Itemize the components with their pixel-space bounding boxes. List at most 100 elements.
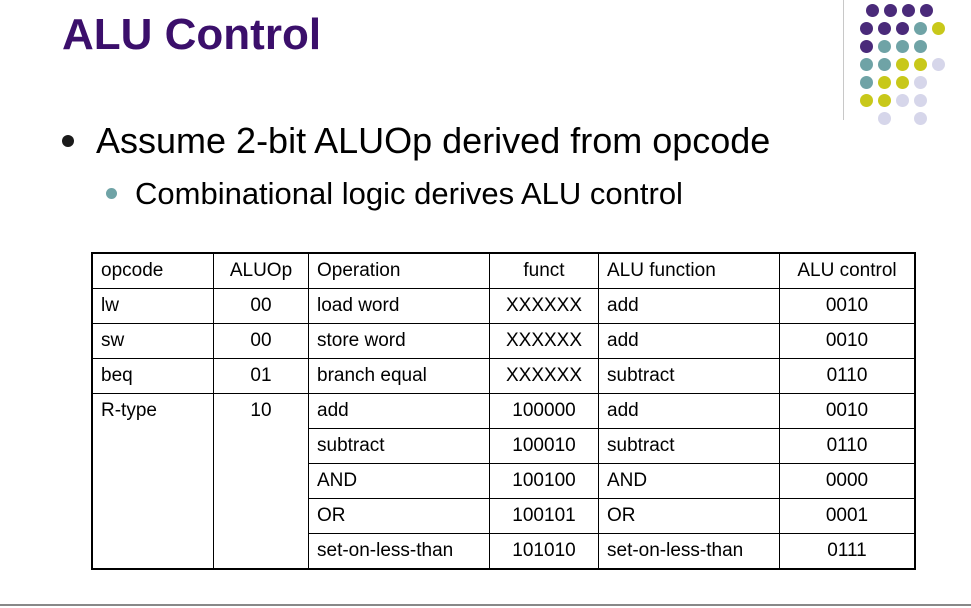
table-cell xyxy=(213,533,309,570)
decorative-dot xyxy=(914,22,927,35)
table-cell: 01 xyxy=(213,358,309,394)
slide-title: ALU Control xyxy=(62,10,322,59)
table-cell: XXXXXX xyxy=(489,358,599,394)
bullet-level-1: Assume 2-bit ALUOp derived from opcode xyxy=(62,120,770,162)
table-cell: add xyxy=(598,393,780,429)
table-cell: 00 xyxy=(213,323,309,359)
table-cell: sw xyxy=(91,323,214,359)
decorative-dot xyxy=(860,94,873,107)
table-header-row: opcode ALUOp Operation funct ALU functio… xyxy=(91,252,916,289)
table-cell: 100101 xyxy=(489,498,599,534)
decorative-dot xyxy=(914,112,927,125)
header-cell: opcode xyxy=(91,252,214,289)
table-cell: lw xyxy=(91,288,214,324)
table-cell xyxy=(213,498,309,534)
decorative-dot xyxy=(866,4,879,17)
alu-control-table: opcode ALUOp Operation funct ALU functio… xyxy=(91,252,916,570)
table-cell: OR xyxy=(598,498,780,534)
decorative-dot xyxy=(914,94,927,107)
table-cell: 0110 xyxy=(779,428,916,464)
table-cell xyxy=(91,533,214,570)
decorative-dots xyxy=(860,4,960,134)
table-row: set-on-less-than 101010 set-on-less-than… xyxy=(91,533,916,570)
decorative-dot xyxy=(878,76,891,89)
header-cell: Operation xyxy=(308,252,490,289)
decorative-dot xyxy=(878,58,891,71)
decorative-dot xyxy=(896,94,909,107)
decorative-dot xyxy=(896,40,909,53)
decorative-dot xyxy=(878,112,891,125)
header-cell: ALU function xyxy=(598,252,780,289)
table-cell: 0010 xyxy=(779,288,916,324)
table-cell: set-on-less-than xyxy=(598,533,780,570)
decorative-dot xyxy=(878,40,891,53)
decorative-dot xyxy=(896,58,909,71)
table-cell: 0000 xyxy=(779,463,916,499)
decorative-dot xyxy=(878,22,891,35)
table-cell: XXXXXX xyxy=(489,323,599,359)
header-cell: ALUOp xyxy=(213,252,309,289)
decorative-dot xyxy=(914,40,927,53)
table-cell: beq xyxy=(91,358,214,394)
sub-bullet-icon xyxy=(106,188,117,200)
bottom-border xyxy=(0,604,971,606)
decorative-dot xyxy=(878,94,891,107)
table-cell: 101010 xyxy=(489,533,599,570)
table-cell: branch equal xyxy=(308,358,490,394)
table-cell: AND xyxy=(308,463,490,499)
decorative-dot xyxy=(896,76,909,89)
decorative-dot xyxy=(914,58,927,71)
header-cell: funct xyxy=(489,252,599,289)
decorative-dot xyxy=(932,22,945,35)
table-cell xyxy=(213,428,309,464)
table-cell xyxy=(91,463,214,499)
decorative-dot xyxy=(860,40,873,53)
bullet-level-2: Combinational logic derives ALU control xyxy=(106,176,683,212)
table-cell: 100100 xyxy=(489,463,599,499)
table-row: beq 01 branch equal XXXXXX subtract 0110 xyxy=(91,358,916,394)
decorative-dot xyxy=(896,22,909,35)
table-cell: AND xyxy=(598,463,780,499)
bullet-text: Assume 2-bit ALUOp derived from opcode xyxy=(96,120,771,161)
table-cell: 0001 xyxy=(779,498,916,534)
table-row: AND 100100 AND 0000 xyxy=(91,463,916,499)
table-cell: XXXXXX xyxy=(489,288,599,324)
table-row: R-type 10 add 100000 add 0010 xyxy=(91,393,916,429)
decorative-dot xyxy=(884,4,897,17)
decorative-dot xyxy=(914,76,927,89)
table-cell xyxy=(213,463,309,499)
table-cell: 0010 xyxy=(779,393,916,429)
table-cell xyxy=(91,428,214,464)
table-row: sw 00 store word XXXXXX add 0010 xyxy=(91,323,916,359)
table-cell: subtract xyxy=(598,428,780,464)
table-row: subtract 100010 subtract 0110 xyxy=(91,428,916,464)
table-cell: store word xyxy=(308,323,490,359)
table-cell xyxy=(91,498,214,534)
table-cell: 10 xyxy=(213,393,309,429)
decorative-dot xyxy=(860,58,873,71)
table-row: OR 100101 OR 0001 xyxy=(91,498,916,534)
table-cell: add xyxy=(308,393,490,429)
table-cell: R-type xyxy=(91,393,214,429)
table-cell: 00 xyxy=(213,288,309,324)
table-cell: subtract xyxy=(598,358,780,394)
decorative-dot xyxy=(860,22,873,35)
vertical-divider xyxy=(843,0,844,120)
table-cell: load word xyxy=(308,288,490,324)
table-cell: 100000 xyxy=(489,393,599,429)
table-cell: OR xyxy=(308,498,490,534)
table-cell: add xyxy=(598,288,780,324)
table-cell: 100010 xyxy=(489,428,599,464)
decorative-dot xyxy=(932,58,945,71)
header-cell: ALU control xyxy=(779,252,916,289)
table-row: lw 00 load word XXXXXX add 0010 xyxy=(91,288,916,324)
bullet-icon xyxy=(62,135,74,148)
decorative-dot xyxy=(902,4,915,17)
decorative-dot xyxy=(920,4,933,17)
table-cell: set-on-less-than xyxy=(308,533,490,570)
table-cell: 0110 xyxy=(779,358,916,394)
table-cell: subtract xyxy=(308,428,490,464)
decorative-dot xyxy=(860,76,873,89)
table-cell: add xyxy=(598,323,780,359)
